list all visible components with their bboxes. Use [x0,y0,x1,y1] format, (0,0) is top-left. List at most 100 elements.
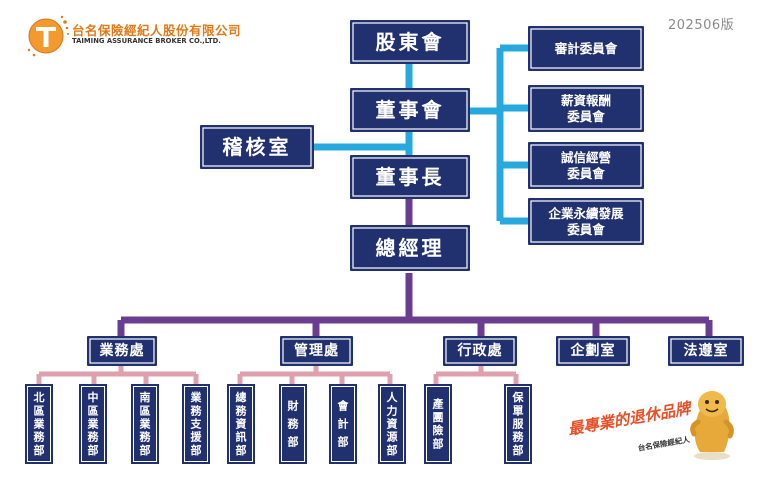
division-box-2 [280,336,353,366]
committee-box-1 [528,26,644,71]
unit-box-1-4-char: 部 [191,443,202,457]
unit-box-2-2-char: 務 [288,417,300,431]
committee-box-3 [528,142,644,189]
audit-office-box-inner-border [202,127,312,167]
unit-box-1-3-inner-border [133,386,157,462]
committee-box-4-label: 企業永續發展 [547,206,624,221]
committee-box-4-label: 委員會 [566,222,605,237]
shareholders-meeting-box-inner-border [352,22,468,62]
committee-box-3-label: 委員會 [566,166,605,181]
unit-box-1-3 [131,384,159,464]
unit-box-3-2 [504,384,532,464]
division-box-5 [668,336,744,366]
unit-box-2-1-char: 務 [236,403,248,417]
unit-box-1-4-char: 援 [191,430,203,444]
committee-box-2 [528,85,644,132]
unit-box-2-3-char: 部 [338,435,349,449]
unit-box-2-3-char: 會 [338,399,350,413]
unit-box-1-3-char: 業 [139,417,152,431]
unit-box-2-1-inner-border [229,386,253,462]
company-logo: 台名保險經紀人股份有限公司 TAIMING ASSURANCE BROKER C… [26,14,246,58]
unit-box-1-4-char: 支 [190,417,203,431]
unit-box-1-4-inner-border [184,386,208,462]
audit-office-box-label: 稽核室 [223,135,292,159]
division-box-3 [443,336,517,366]
unit-box-1-1-char: 業 [33,417,46,431]
unit-box-3-2-inner-border [506,386,530,462]
unit-box-2-2-char: 部 [288,435,299,449]
unit-box-2-1-char: 總 [236,390,247,404]
unit-box-1-1 [25,384,53,464]
logo-mark-icon [27,15,69,57]
unit-box-1-2-char: 中 [88,390,99,404]
unit-box-1-2-char: 部 [88,443,99,457]
unit-box-3-2-char: 服 [513,418,525,431]
unit-box-2-4-inner-border [380,386,404,462]
division-box-4 [556,336,630,366]
unit-box-3-2-char: 保 [512,390,525,404]
unit-box-2-3-char: 計 [338,417,349,431]
company-name-zh: 台名保險經紀人股份有限公司 [72,23,242,38]
unit-box-2-3 [329,384,357,464]
division-box-3-inner-border [445,338,515,364]
division-box-4-inner-border [558,338,628,364]
division-box-5-label: 法遵室 [684,342,729,359]
unit-box-1-2-char: 務 [88,430,100,444]
unit-box-1-4-char: 業 [190,390,203,404]
shareholders-meeting-box-label: 股東會 [376,30,445,54]
unit-box-1-4-char: 務 [191,403,203,417]
unit-box-2-2-inner-border [281,386,305,462]
division-box-5-inner-border [670,338,742,364]
unit-box-1-3-char: 部 [140,443,151,457]
committee-box-3-label: 誠信經營 [561,150,612,165]
unit-box-2-1-char: 部 [236,443,247,457]
committee-box-2-label: 委員會 [566,109,605,124]
division-box-2-inner-border [282,338,351,364]
unit-box-1-3-char: 南 [140,390,151,404]
version-label: 202506版 [668,18,735,33]
unit-box-3-1-char: 部 [433,436,444,450]
mascot-icon [690,391,734,460]
unit-box-2-4-char: 部 [387,443,398,457]
committee-box-1-inner-border [530,28,642,69]
unit-box-1-2-inner-border [81,386,105,462]
board-of-directors-box [350,88,470,132]
unit-box-2-4 [378,384,406,464]
unit-box-3-2-char: 單 [513,404,524,417]
unit-box-1-4 [182,384,210,464]
unit-box-2-3-inner-border [331,386,355,462]
committee-box-4 [528,198,644,245]
unit-box-3-1-char: 團 [433,411,444,424]
chairman-box [350,155,470,199]
unit-box-2-1-char: 資 [236,417,247,431]
unit-box-1-1-char: 務 [34,430,46,444]
unit-box-3-2-char: 部 [513,443,524,457]
unit-box-1-2-char: 業 [87,417,100,431]
committee-box-4-inner-border [530,200,642,243]
division-box-1 [87,336,157,366]
unit-box-1-3-char: 務 [140,430,152,444]
general-manager-box-label: 總經理 [376,236,445,260]
unit-box-3-1-inner-border [426,386,450,462]
unit-box-2-4-char: 資 [387,417,398,431]
unit-box-3-2-char: 務 [513,430,525,444]
unit-box-2-1-char: 訊 [236,430,247,444]
unit-box-1-1-char: 北 [34,390,45,404]
general-manager-box [350,225,470,271]
unit-box-2-1 [227,384,255,464]
unit-box-2-2 [279,384,307,464]
unit-box-2-4-char: 人 [387,390,399,404]
division-box-4-label: 企劃室 [570,342,616,359]
division-box-1-label: 業務處 [99,342,145,359]
shareholders-meeting-box [350,20,470,64]
company-name-en: TAIMING ASSURANCE BROKER CO.,LTD. [72,37,221,45]
committee-box-2-inner-border [530,87,642,130]
unit-box-2-4-char: 源 [387,430,398,444]
chairman-box-inner-border [352,157,468,197]
audit-office-box [200,125,314,169]
unit-box-2-2-char: 財 [287,399,299,413]
unit-box-1-3-char: 區 [140,404,151,417]
unit-box-1-2-char: 區 [88,404,99,417]
unit-box-3-1-char: 險 [433,423,444,437]
